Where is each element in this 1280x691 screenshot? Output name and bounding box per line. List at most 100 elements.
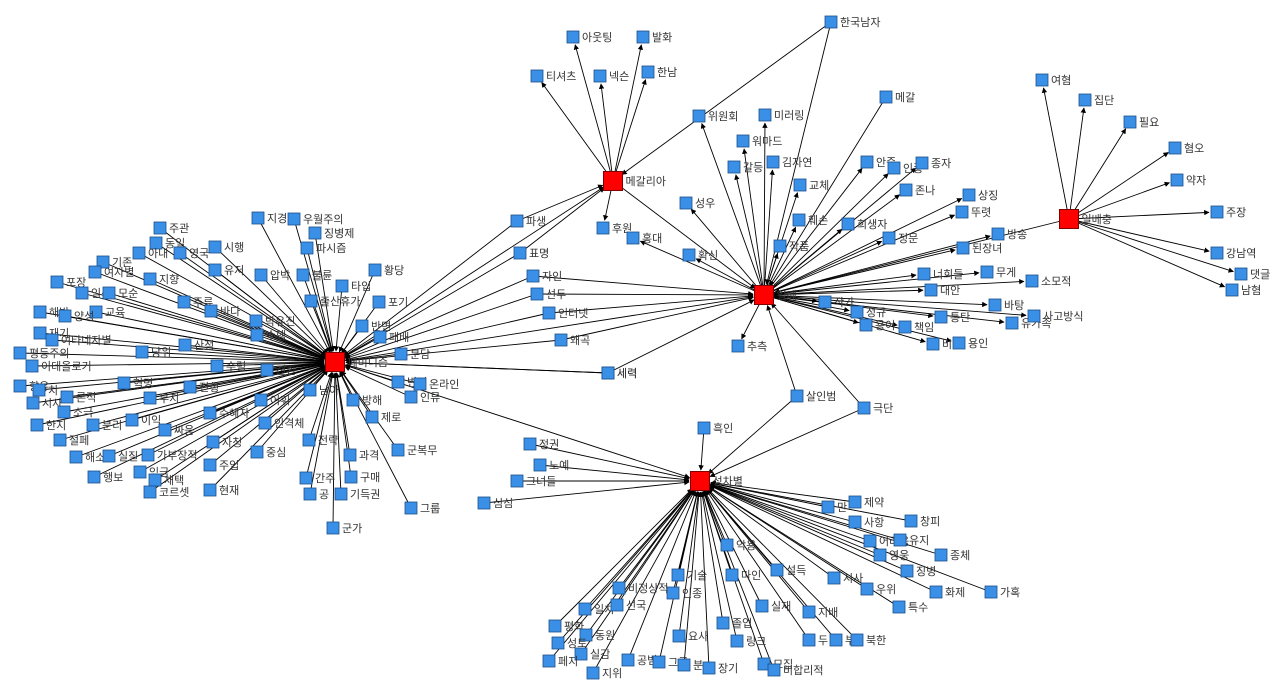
node-square[interactable] — [697, 421, 711, 435]
node-square[interactable] — [677, 658, 691, 672]
node-sexism[interactable]: 분 — [677, 658, 703, 672]
hub-feminism[interactable]: 페미니즘 — [325, 352, 388, 372]
node-sexism[interactable]: 두 — [802, 633, 828, 647]
node-feminism[interactable]: 어휘 — [254, 393, 290, 407]
bridge-node[interactable]: 자인 — [526, 269, 562, 283]
node-ilbe[interactable]: 훼손 — [792, 213, 828, 227]
node-sexism[interactable]: 악용 — [720, 538, 756, 552]
node-sexism[interactable]: 기술 — [671, 568, 707, 582]
node-ilbe[interactable]: 미러링 — [758, 108, 804, 122]
node-feminism[interactable]: 여자별 — [88, 265, 134, 279]
node-square[interactable] — [984, 585, 998, 599]
node-square[interactable] — [860, 155, 874, 169]
node-sexism[interactable]: 우위 — [860, 582, 896, 596]
node-square[interactable] — [287, 212, 301, 226]
node-square[interactable] — [934, 548, 948, 562]
node-square[interactable] — [60, 390, 74, 404]
node-square[interactable] — [956, 241, 970, 255]
node-ilbe[interactable]: 용어 — [859, 318, 895, 332]
node-ilbe[interactable]: 교체 — [793, 178, 829, 192]
node-square[interactable] — [636, 30, 650, 44]
node-ilbe[interactable]: 된장녀 — [956, 241, 1002, 255]
node-square[interactable] — [372, 295, 386, 309]
node-ilbe[interactable]: 김자연 — [766, 155, 812, 169]
node-ilbechung[interactable]: 집단 — [1078, 93, 1114, 107]
node-sexism[interactable]: 창피 — [904, 514, 940, 528]
node-square[interactable] — [542, 306, 556, 320]
node-square[interactable] — [652, 655, 666, 669]
node-square[interactable] — [873, 548, 887, 562]
node-ilbe[interactable]: 소모적 — [1025, 274, 1071, 288]
node-sexism[interactable]: 징병 — [900, 564, 936, 578]
hub-node-square[interactable] — [754, 285, 774, 305]
node-sexism[interactable]: 인종 — [666, 586, 702, 600]
node-square[interactable] — [1170, 173, 1184, 187]
node-sexism[interactable]: 요사 — [672, 629, 708, 643]
node-ilbe[interactable]: 뚜렷 — [955, 205, 991, 219]
node-square[interactable] — [203, 458, 217, 472]
node-square[interactable] — [296, 268, 310, 282]
node-square[interactable] — [254, 393, 268, 407]
node-square[interactable] — [50, 275, 64, 289]
node-feminism[interactable]: 전형 — [183, 380, 219, 394]
node-square[interactable] — [208, 240, 222, 254]
node-square[interactable] — [206, 435, 220, 449]
node-square[interactable] — [477, 496, 491, 510]
node-square[interactable] — [579, 628, 593, 642]
node-feminism[interactable]: 실질 — [102, 449, 138, 463]
node-ilbe[interactable]: 용인 — [952, 336, 988, 350]
node-feminism[interactable]: 압박 — [254, 268, 290, 282]
node-square[interactable] — [821, 500, 835, 514]
node-square[interactable] — [530, 287, 544, 301]
node-ilbechung[interactable]: 여혐 — [1035, 73, 1071, 87]
node-feminism[interactable]: 시사 — [26, 396, 62, 410]
node-square[interactable] — [863, 534, 877, 548]
node-square[interactable] — [26, 396, 40, 410]
bridge-node[interactable]: 인터넷 — [542, 306, 588, 320]
node-ilbe[interactable]: 갈등 — [727, 160, 763, 174]
node-square[interactable] — [260, 363, 274, 377]
node-sexism[interactable]: 졸업 — [716, 616, 752, 630]
node-square[interactable] — [1027, 309, 1041, 323]
node-square[interactable] — [58, 309, 72, 323]
node-feminism[interactable]: 기존 — [96, 255, 132, 269]
node-square[interactable] — [792, 213, 806, 227]
node-megalia[interactable]: 발화 — [636, 30, 672, 44]
node-ilbe[interactable]: 바탕 — [988, 298, 1024, 312]
node-square[interactable] — [326, 521, 340, 535]
node-megalia[interactable]: 티셔츠 — [530, 69, 576, 83]
node-square[interactable] — [86, 418, 100, 432]
node-sexism[interactable]: 흑인 — [697, 421, 733, 435]
node-square[interactable] — [601, 366, 615, 380]
node-feminism[interactable]: 임금 — [133, 465, 169, 479]
node-square[interactable] — [125, 413, 139, 427]
node-sexism[interactable]: 공범 — [621, 653, 657, 667]
node-sexism[interactable]: 평화 — [548, 619, 584, 633]
node-feminism[interactable]: 여타네자별 — [45, 333, 112, 347]
node-square[interactable] — [882, 231, 896, 245]
node-square[interactable] — [955, 205, 969, 219]
node-ilbe[interactable]: 방송 — [991, 227, 1027, 241]
node-square[interactable] — [368, 263, 382, 277]
node-ilbechung[interactable]: 강남역 — [1210, 246, 1256, 260]
node-square[interactable] — [346, 393, 360, 407]
node-square[interactable] — [551, 636, 565, 650]
node-square[interactable] — [303, 487, 317, 501]
node-square[interactable] — [802, 633, 816, 647]
node-feminism[interactable]: 분리 — [86, 418, 122, 432]
node-feminism[interactable]: 이데올로기 — [25, 359, 92, 373]
node-feminism[interactable]: 남아 — [303, 383, 339, 397]
node-square[interactable] — [302, 433, 316, 447]
node-square[interactable] — [303, 383, 317, 397]
node-square[interactable] — [258, 416, 272, 430]
node-sexism[interactable]: 특수 — [892, 600, 928, 614]
node-square[interactable] — [596, 221, 610, 235]
node-square[interactable] — [513, 246, 527, 260]
node-square[interactable] — [1210, 205, 1224, 219]
node-feminism[interactable]: 시행 — [208, 240, 244, 254]
node-ilbe[interactable]: 성우 — [679, 196, 715, 210]
node-square[interactable] — [373, 330, 387, 344]
node-square[interactable] — [899, 183, 913, 197]
node-square[interactable] — [304, 294, 318, 308]
node-square[interactable] — [250, 445, 264, 459]
